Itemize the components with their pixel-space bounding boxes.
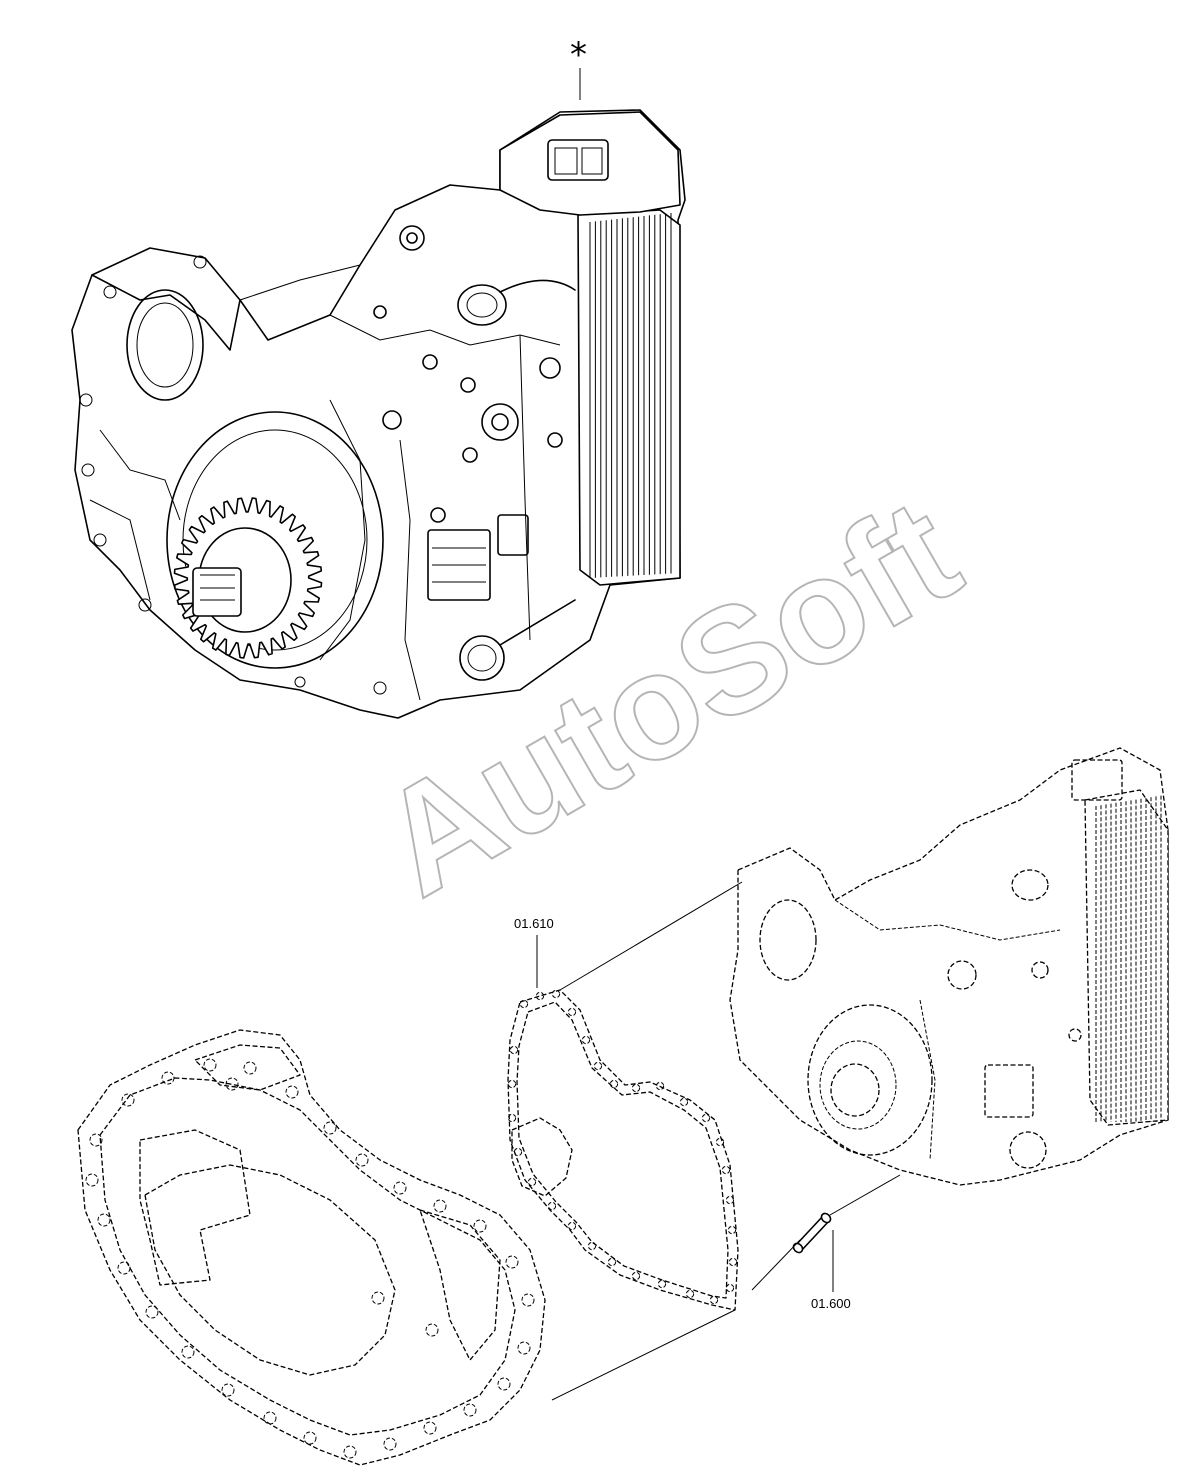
drive-gear [173,497,323,659]
gasket-bolt-hole [567,1221,577,1231]
transmission-assembly-small [729,747,1169,1186]
gasket-01-610 [507,989,739,1311]
gasket-bolt-hole [581,1035,591,1045]
housing-bolt-hole [473,1219,487,1233]
oil-cooler [577,209,681,586]
housing-bolt-hole [423,1421,437,1435]
housing-bolt-hole [89,1133,103,1147]
housing-bolt-hole [393,1181,407,1195]
housing-bolt-hole [117,1261,131,1275]
gasket-bolt-hole [721,1165,731,1175]
housing-bolt-hole [343,1445,357,1459]
housing-bolt-hole [497,1377,511,1391]
housing-bolt-hole [181,1345,195,1359]
gasket-callout-label: 01.610 [514,916,554,931]
gasket-bolt-hole [715,1137,725,1147]
housing-bolt-hole [243,1061,257,1075]
gasket-bolt-hole [657,1279,667,1289]
housing-bolt-hole [97,1213,111,1227]
gasket-bolt-hole [631,1083,641,1093]
gasket-bolt-hole [507,1079,517,1089]
housing-bolt-hole [323,1121,337,1135]
gasket-bolt-hole [535,991,545,1001]
housing-bolt-hole [505,1255,519,1269]
gasket-bolt-hole [551,989,561,999]
gasket-bolt-hole [709,1295,719,1305]
gasket-bolt-hole [701,1113,711,1123]
housing-bolt-hole [161,1071,175,1085]
gasket-bolt-hole [679,1097,689,1107]
gasket-bolt-hole [727,1225,737,1235]
housing-bolt-hole [371,1291,385,1305]
gasket-bolt-hole [728,1257,738,1267]
assembly-leader-lines [536,881,901,1401]
transmission-assembly-top [71,109,686,719]
dowel-pin-callout-label: 01.600 [811,1296,851,1311]
gasket-bolt-hole [725,1195,735,1205]
gasket-bolt-hole [593,1061,603,1071]
housing-bolt-hole [433,1199,447,1213]
housing-bolt-hole [285,1085,299,1099]
housing-bolt-hole [203,1058,217,1072]
clutch-housing [77,1029,546,1466]
housing-bolt-hole [85,1173,99,1187]
housing-bolt-hole [517,1341,531,1355]
gasket-bolt-hole [655,1081,665,1091]
housing-bolt-hole [263,1411,277,1425]
housing-bolt-hole [425,1323,439,1337]
gasket-bolt-hole [547,1201,557,1211]
dowel-pin-01-600 [792,1212,832,1254]
gasket-bolt-hole [509,1045,519,1055]
housing-bolt-hole [121,1093,135,1107]
housing-bolt-hole [303,1431,317,1445]
housing-bolt-hole [225,1077,239,1091]
gasket-bolt-hole [685,1289,695,1299]
gasket-bolt-hole [507,1113,517,1123]
housing-bolt-hole [521,1293,535,1307]
gasket-bolt-hole [587,1241,597,1251]
housing-bolt-hole [463,1403,477,1417]
assembly-marker-label: * [570,35,587,75]
housing-bolt-hole [221,1383,235,1397]
gasket-bolt-hole [725,1283,735,1293]
housing-bolt-hole [383,1437,397,1451]
housing-bolt-hole [145,1305,159,1319]
gasket-bolt-hole [609,1079,619,1089]
gasket-bolt-hole [631,1271,641,1281]
gasket-bolt-hole [513,1147,523,1157]
gasket-bolt-hole [567,1007,577,1017]
gasket-bolt-hole [607,1257,617,1267]
housing-bolt-hole [355,1153,369,1167]
gasket-bolt-hole [519,999,529,1009]
gasket-bolt-hole [527,1177,537,1187]
